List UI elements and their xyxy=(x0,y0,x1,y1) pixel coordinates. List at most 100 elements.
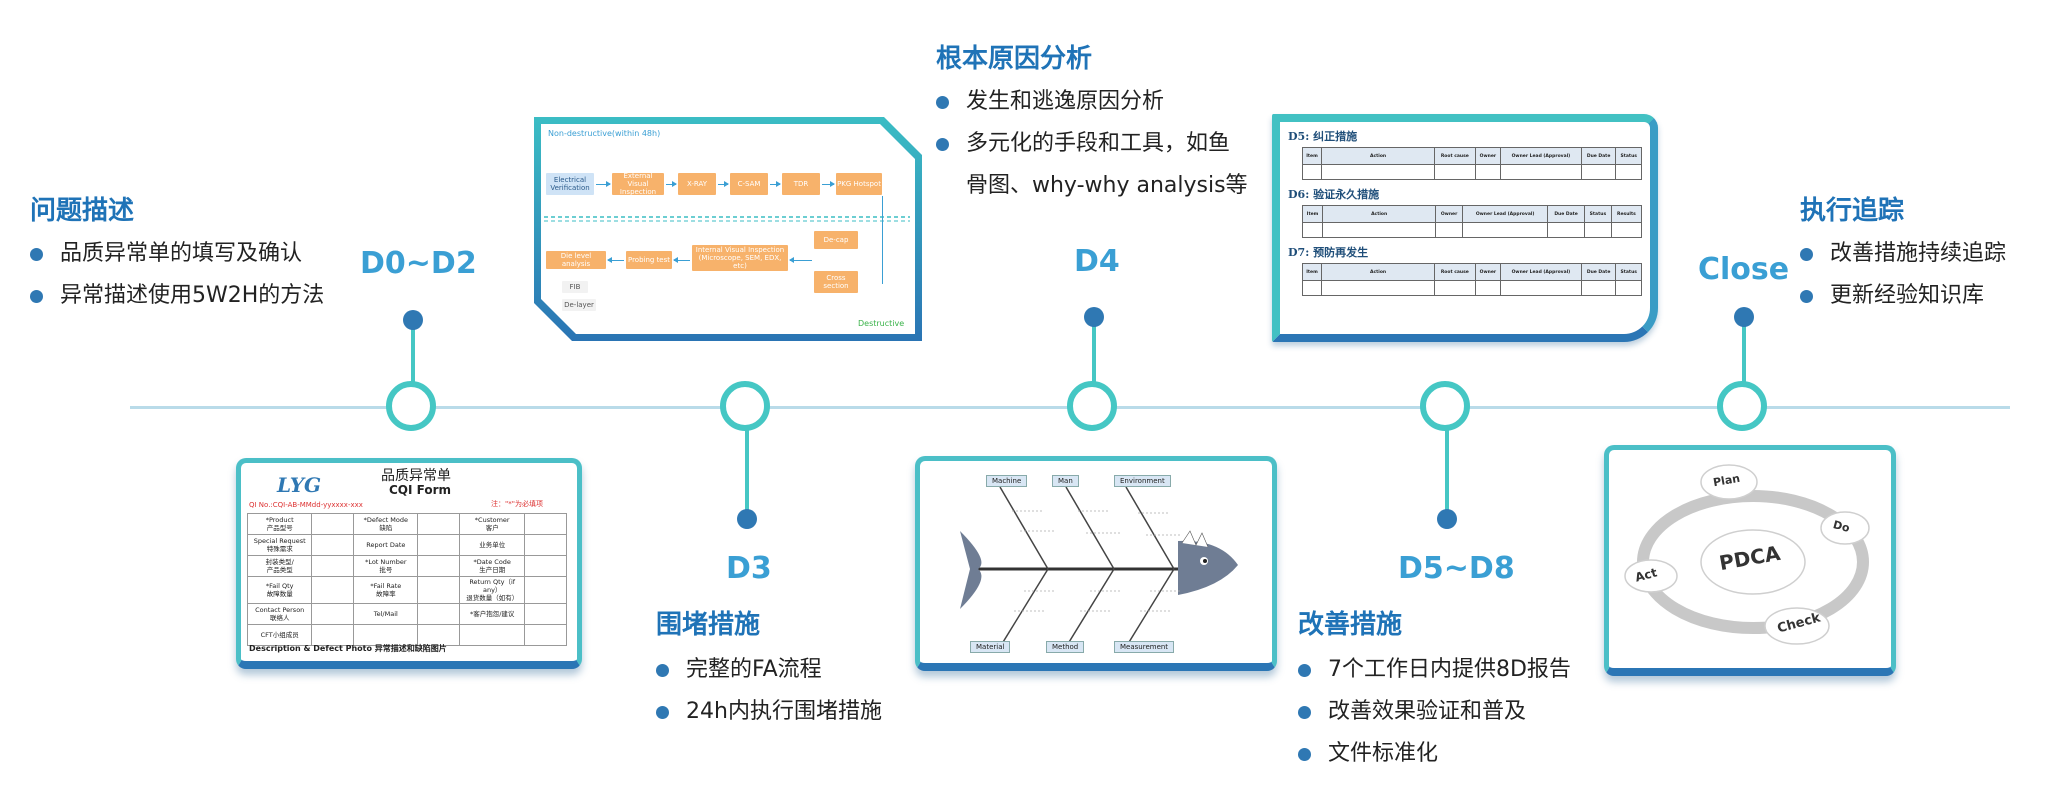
timeline-node-d3[interactable] xyxy=(720,381,770,431)
fa-step-top: Electrical Verification xyxy=(546,173,594,195)
d-table-header: Action xyxy=(1322,205,1437,223)
d-table-cell[interactable] xyxy=(1462,222,1549,238)
fa-step-bottom: Probing test xyxy=(626,251,672,269)
bullet-item: 多元化的手段和工具，如鱼 xyxy=(936,123,1248,165)
cqi-value-cell[interactable] xyxy=(524,555,567,577)
d-table-header: Owner Lead (Approval) xyxy=(1500,263,1582,281)
flow-arrow xyxy=(822,181,835,187)
cqi-value-cell[interactable] xyxy=(311,534,355,556)
d-table-header: Item xyxy=(1301,205,1324,223)
d-table-cell[interactable] xyxy=(1435,222,1464,238)
cqi-table: *Product 产品型号*Defect Mode 缺陷*Customer 客户… xyxy=(246,513,567,646)
cqi-row: 封装类型/ 产品类型*Lot Number 批号*Date Code 生产日期 xyxy=(246,555,567,577)
fa-step-side: De-cap xyxy=(814,231,858,249)
d-section-title: D5: 纠正措施 xyxy=(1288,130,1358,143)
fa-step-top: TDR xyxy=(782,173,820,195)
cqi-row: *Product 产品型号*Defect Mode 缺陷*Customer 客户 xyxy=(246,513,567,535)
arrowhead-icon xyxy=(607,257,612,263)
cqi-value-cell[interactable] xyxy=(311,576,355,604)
d-table-cell[interactable] xyxy=(1615,164,1642,180)
bullet-item: 完整的FA流程 xyxy=(656,649,882,691)
cqi-value-cell[interactable] xyxy=(524,513,567,535)
d-table-header: Root cause xyxy=(1434,263,1476,281)
d-table-cell[interactable] xyxy=(1322,222,1437,238)
connector-d3 xyxy=(745,426,749,520)
timeline-node-d5d8[interactable] xyxy=(1420,381,1470,431)
cqi-value-cell[interactable] xyxy=(311,603,355,625)
marker-dot-d0d2 xyxy=(403,310,423,330)
flow-arrow xyxy=(596,181,611,187)
cqi-value-cell[interactable] xyxy=(417,603,461,625)
lyg-logo: LYG xyxy=(277,473,322,497)
d-table-cell[interactable] xyxy=(1321,164,1436,180)
timeline-node-d4[interactable] xyxy=(1067,381,1117,431)
cqi-value-cell[interactable] xyxy=(417,555,461,577)
cqi-cell: *Fail Qty 故障数量 xyxy=(246,576,313,604)
bullet-item: 7个工作日内提供8D报告 xyxy=(1298,649,1571,691)
d-table-cell[interactable] xyxy=(1547,222,1585,238)
d-table-cell[interactable] xyxy=(1301,222,1324,238)
d-table-header: Owner xyxy=(1474,263,1502,281)
cqi-cell: *Customer 客户 xyxy=(459,513,526,535)
fa-step-top: C-SAM xyxy=(730,173,768,195)
d-table-cell[interactable] xyxy=(1434,280,1476,296)
cqi-value-cell[interactable] xyxy=(311,555,355,577)
cqi-cell: CFT小组成员 xyxy=(246,624,313,646)
d-section-title: D6: 验证永久措施 xyxy=(1288,188,1380,201)
cqi-value-cell[interactable] xyxy=(524,603,567,625)
d-table-cell[interactable] xyxy=(1610,222,1643,238)
bullet-item: 改善效果验证和普及 xyxy=(1298,691,1571,733)
d-table-cell[interactable] xyxy=(1321,280,1436,296)
d-table-header: Due Date xyxy=(1547,205,1585,223)
d-table-cell[interactable] xyxy=(1580,164,1617,180)
cqi-value-cell[interactable] xyxy=(524,534,567,556)
d-table-cell[interactable] xyxy=(1301,164,1323,180)
pdca-step-label: Plan xyxy=(1712,471,1742,490)
d-table-header: Owner Lead (Approval) xyxy=(1500,147,1582,165)
cqi-value-cell[interactable] xyxy=(311,513,355,535)
d-table-cell[interactable] xyxy=(1474,280,1502,296)
d-table-cell[interactable] xyxy=(1583,222,1612,238)
marker-dot-close xyxy=(1734,307,1754,327)
pdca-cycle-diagram xyxy=(1624,464,1870,645)
d-table-cell[interactable] xyxy=(1500,164,1582,180)
cqi-cell: Contact Person 联络人 xyxy=(246,603,313,625)
d-table-cell[interactable] xyxy=(1301,280,1323,296)
d-table-header: Item xyxy=(1301,263,1323,281)
bullet-item: 品质异常单的填写及确认 xyxy=(30,233,324,275)
cqi-value-cell[interactable] xyxy=(417,576,461,604)
phase-label-d0d2: D0~D2 xyxy=(360,246,477,281)
d-table-cell[interactable] xyxy=(1615,280,1642,296)
marker-dot-d3 xyxy=(737,509,757,529)
cqi-value-cell[interactable] xyxy=(417,534,461,556)
d-table-header: Status xyxy=(1615,147,1642,165)
fa-step-top: X-RAY xyxy=(678,173,716,195)
fa-flow-card: Non-destructive(within 48h) Destructive … xyxy=(532,115,924,343)
d-table-cell[interactable] xyxy=(1474,164,1502,180)
flow-arrow xyxy=(770,181,781,187)
cqi-cell xyxy=(353,624,419,646)
fa-step-side: Cross section xyxy=(814,271,858,293)
d-table-cell[interactable] xyxy=(1434,164,1476,180)
cqi-value-cell[interactable] xyxy=(524,624,567,646)
d-table-cell[interactable] xyxy=(1580,280,1617,296)
d-table-header: Status xyxy=(1615,263,1642,281)
cqi-footer: Description & Defect Photo 异常描述和缺陷图片 xyxy=(249,644,447,653)
timeline-node-close[interactable] xyxy=(1717,381,1767,431)
arrowhead-icon xyxy=(673,257,678,263)
cqi-value-cell[interactable] xyxy=(524,576,567,604)
marker-dot-d4 xyxy=(1084,307,1104,327)
d-table-cell[interactable] xyxy=(1500,280,1582,296)
timeline-node-d0d2[interactable] xyxy=(386,381,436,431)
cqi-value-cell[interactable] xyxy=(417,513,461,535)
pdca-step-label: Do xyxy=(1831,518,1852,535)
block-title-close: 执行追踪 xyxy=(1800,196,1905,226)
fa-bottom-label: Destructive xyxy=(858,319,905,328)
flow-arrow xyxy=(673,257,690,263)
d-section-title: D7: 预防再发生 xyxy=(1288,246,1369,259)
